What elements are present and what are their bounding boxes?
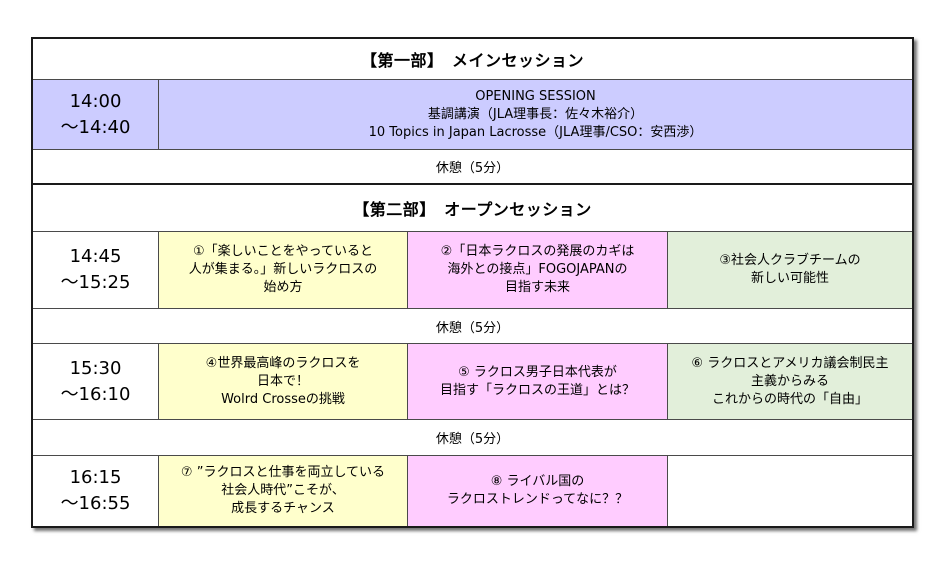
opening-session-title: OPENING SESSION	[475, 88, 596, 104]
slot1-time: 14:45 ～15:25	[33, 231, 159, 308]
session-4: ④世界最高峰のラクロスを 日本で！ Wolrd Crosseの挑戦	[159, 343, 408, 419]
part1-header: 【第一部】 メインセッション	[33, 39, 912, 79]
session-3: ③社会人クラブチームの 新しい可能性	[668, 231, 912, 308]
session-7: ⑦ ”ラクロスと仕事を両立している 社会人時代”こそが、 成長するチャンス	[159, 455, 408, 526]
session-2: ②「日本ラクロスの発展のカギは 海外との接点」FOGOJAPANの 目指す未来	[408, 231, 668, 308]
ten-topics-line: 10 Topics in Japan Lacrosse（JLA理事/CSO：安西…	[368, 124, 703, 140]
empty-session-cell	[668, 455, 912, 526]
session-8: ⑧ ライバル国の ラクロストレンドってなに？？	[408, 455, 668, 526]
part1-time: 14:00 ～14:40	[33, 79, 159, 149]
session-6: ⑥ ラクロスとアメリカ議会制民主 主義からみる これからの時代の「自由」	[668, 343, 912, 419]
part2-header: 【第二部】 オープンセッション	[33, 183, 912, 231]
part2-break-1: 休憩（5分）	[33, 308, 912, 343]
schedule-table: 【第一部】 メインセッション 14:00 ～14:40 OPENING SESS…	[31, 37, 914, 528]
slot3-time: 16:15 ～16:55	[33, 455, 159, 526]
session-5: ⑤ ラクロス男子日本代表が 目指す「ラクロスの王道」とは？	[408, 343, 668, 419]
part1-break: 休憩（5分）	[33, 149, 912, 183]
session-1: ①「楽しいことをやっていると 人が集まる。」新しいラクロスの 始め方	[159, 231, 408, 308]
part2-break-2: 休憩（5分）	[33, 419, 912, 455]
keynote-line: 基調講演（JLA理事長：佐々木裕介）	[427, 106, 644, 122]
part1-opening-session: OPENING SESSION 基調講演（JLA理事長：佐々木裕介） 10 To…	[159, 79, 912, 149]
slot2-time: 15:30 ～16:10	[33, 343, 159, 419]
